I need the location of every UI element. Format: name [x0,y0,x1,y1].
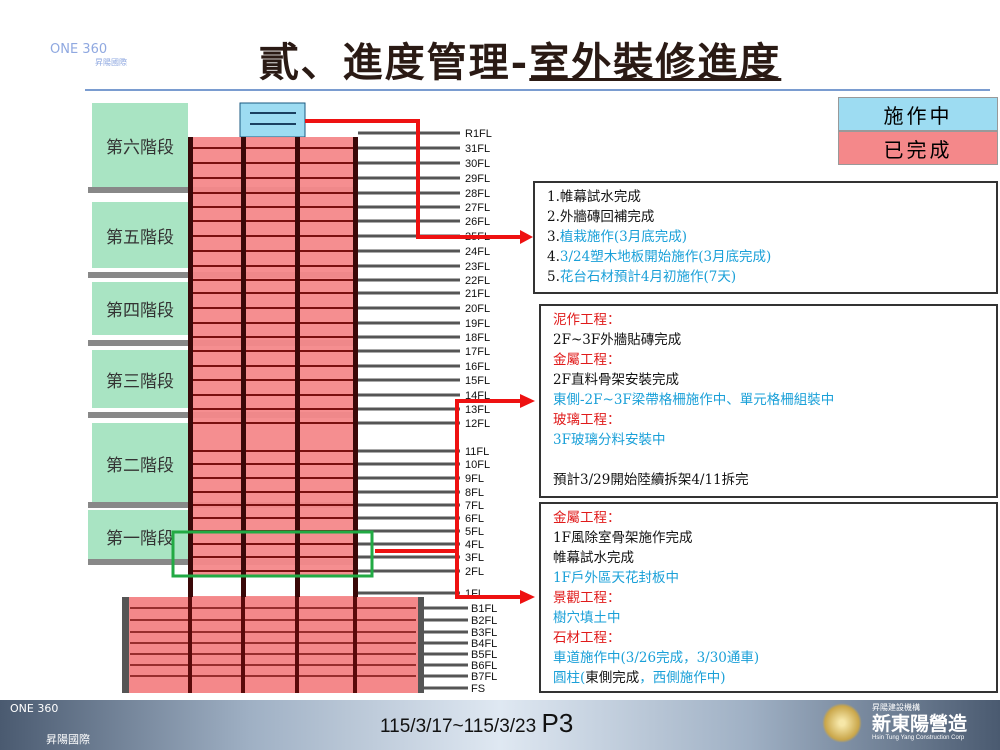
note-line: 1F戶外區天花封板中 [553,570,679,586]
note-line: 車道施作中(3/26完成，3/30通車) [553,650,760,666]
note-line: 1F風除室骨架施作完成 [553,530,693,546]
note-line: 景觀工程： [553,590,621,606]
arrow-head-icon [520,394,535,408]
note-line: 金屬工程： [553,510,621,526]
note-line: 預計3/29開始陸續拆架4/11拆完 [553,472,749,488]
stage-4: 第四階段 [92,282,188,335]
floor-label-6FL: 6FL [465,513,484,525]
note-line: 1.帷幕試水完成 [547,189,641,205]
ground-open-area [193,576,355,596]
note-line [553,450,984,470]
current-work-highlight [171,530,374,578]
tower-column [241,137,246,597]
floor-label-28FL: 28FL [465,188,490,200]
legend-in-progress: 施作中 [838,97,998,131]
floor-label-10FL: 10FL [465,459,490,471]
floor-label-20FL: 20FL [465,303,490,315]
note-line: 石材工程： [553,630,621,646]
note-line: 樹穴填土中 [553,610,621,626]
tower-column [353,137,358,597]
stage-3: 第三階段 [92,350,188,408]
penthouse-in-progress [239,102,306,138]
podium-wall [418,597,424,693]
floor-label-3FL: 3FL [465,552,484,564]
note-line: 泥作工程： [553,312,621,328]
podium-wall [122,597,129,693]
note-line: 5.花台石材預計4月初施作(7天) [547,269,737,285]
floor-label-R1FL: R1FL [465,128,492,140]
tower-column [295,137,300,597]
one360-logo: ONE 360 昇陽國際 [50,42,127,67]
floor-label-26FL: 26FL [465,216,490,228]
floor-label-FS: FS [471,683,485,695]
floor-label-B3FL: B3FL [471,627,497,639]
floor-label-7FL: 7FL [465,500,484,512]
floor-label-19FL: 19FL [465,318,490,330]
podium-column [241,597,245,693]
floor-label-13FL: 13FL [465,404,490,416]
floor-label-21FL: 21FL [465,288,490,300]
floor-label-23FL: 23FL [465,261,490,273]
floor-label-24FL: 24FL [465,246,490,258]
tower-column [188,137,193,597]
note-line: 玻璃工程： [553,412,621,428]
building-elevation: R1FL31FL30FL29FL28FL27FL26FL25FL24FL23FL… [88,102,535,695]
floor-label-9FL: 9FL [465,473,484,485]
note-line: 2F直料骨架安裝完成 [553,372,679,388]
floor-label-31FL: 31FL [465,143,490,155]
floor-label-11FL: 11FL [465,446,489,458]
legend-completed: 已完成 [838,131,998,165]
company-logo: 昇陽建設機構 新東陽營造 Hsin Tung Yang Construction… [872,703,968,741]
floor-label-15FL: 15FL [465,375,490,387]
page-number: P3 [541,708,574,738]
page-title: 貳、進度管理-室外裝修進度 [258,39,782,86]
podium-column [295,597,299,693]
floor-label-B7FL: B7FL [471,671,497,683]
floor-label-17FL: 17FL [465,346,490,358]
floor-label-30FL: 30FL [465,158,490,170]
floor-label-B5FL: B5FL [471,649,497,661]
floor-label-2FL: 2FL [465,566,484,578]
floor-label-18FL: 18FL [465,332,490,344]
footer-date: 115/3/17~115/3/23 P3 [380,708,574,738]
stage-5: 第五階段 [92,202,188,268]
note-line: 東側-2F~3F梁帶格柵施作中、單元格柵組裝中 [553,392,835,408]
note-line: 2F~3F外牆貼磚完成 [553,332,682,348]
floor-label-22FL: 22FL [465,275,490,287]
note-line: 4.3/24塑木地板開始施作(3月底完成) [547,249,772,265]
floor-label-27FL: 27FL [465,202,490,214]
company-sun-logo-icon [822,703,862,743]
arrow-line-lower [455,399,520,599]
floor-label-29FL: 29FL [465,173,490,185]
floor-label-8FL: 8FL [465,487,484,499]
note-top: 1.帷幕試水完成 2.外牆磚回補完成 3.植栽施作(3月底完成) 4.3/24塑木地板… [533,181,998,294]
note-line: 金屬工程： [553,352,621,368]
floor-label-B2FL: B2FL [471,615,497,627]
note-line: 帷幕試水完成 [553,550,634,566]
podium-completed [128,597,418,693]
podium-column [188,597,192,693]
note-line: 3.植栽施作(3月底完成) [547,229,688,245]
floor-label-5FL: 5FL [465,526,484,538]
floor-label-B1FL: B1FL [471,603,497,615]
floor-label-4FL: 4FL [465,539,484,551]
title-divider [85,89,990,91]
note-bottom: 金屬工程： 1F風除室骨架施作完成帷幕試水完成 1F戶外區天花封板中景觀工程： 樹穴填… [539,502,998,693]
floor-label-12FL: 12FL [465,418,490,430]
floor-label-B4FL: B4FL [471,638,497,650]
podium-column [353,597,357,693]
note-line: 2.外牆磚回補完成 [547,209,655,225]
footer-logo-left: ONE 360 昇陽國際 [10,702,90,746]
stage-2: 第二階段 [92,423,188,503]
arrow-head-icon [520,230,533,244]
floor-label-16FL: 16FL [465,361,490,373]
arrow-head-icon [520,590,535,604]
floor-label-B6FL: B6FL [471,660,497,672]
arrow-line-top [305,119,520,239]
note-line: 3F玻璃分料安裝中 [553,432,666,448]
note-middle: 泥作工程： 2F~3F外牆貼磚完成金屬工程： 2F直料骨架安裝完成東側-2F~3F梁… [539,304,998,498]
note-line: 圓柱(東側完成，西側施作中) [553,670,726,686]
stage-6: 第六階段 [92,103,188,188]
